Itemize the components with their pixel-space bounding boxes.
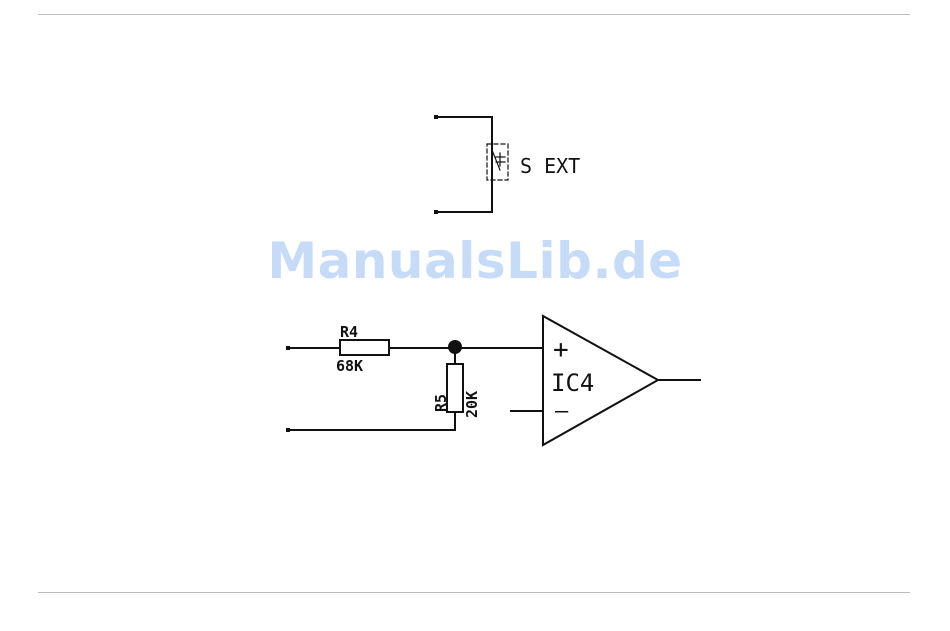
r4-value-label: 68K (336, 357, 363, 375)
resistor-r4-body (340, 340, 389, 355)
opamp-ref-label: IC4 (551, 369, 594, 397)
opamp-plus-label: + (553, 335, 569, 365)
opamp-minus-label: – (555, 399, 569, 424)
r4-ref-label: R4 (340, 323, 358, 341)
r5-value-label: 20K (463, 391, 481, 418)
switch-label: S EXT (520, 154, 580, 178)
switch-s-ext (434, 115, 508, 214)
r5-ref-label: R5 (432, 394, 450, 412)
